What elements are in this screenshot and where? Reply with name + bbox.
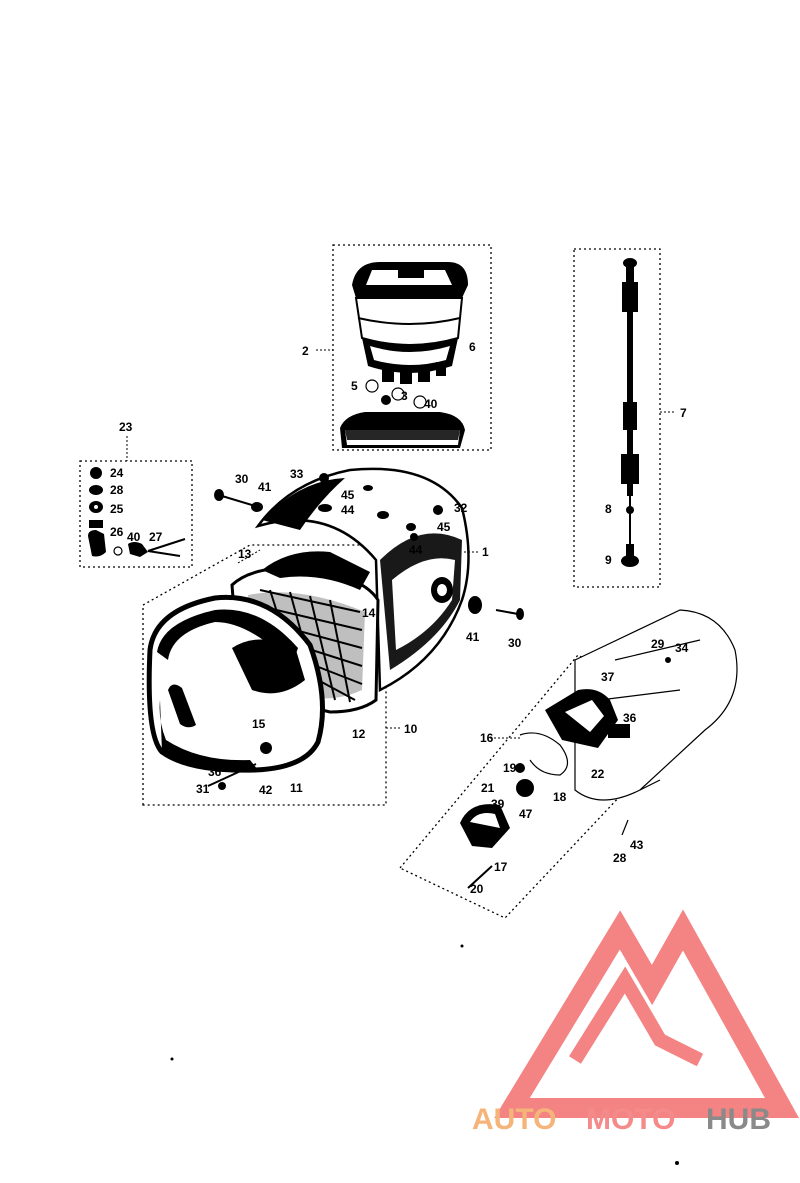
logo-mark — [494, 909, 800, 1118]
label-12: 12 — [352, 727, 366, 741]
automotohub-logo: AUTO MOTO HUB — [472, 909, 800, 1136]
label-2: 2 — [302, 344, 309, 358]
switch-bracket-drawing — [460, 609, 738, 889]
label-40-small: 40 — [127, 530, 141, 544]
label-25-small: 25 — [110, 502, 124, 516]
label-19: 19 — [503, 761, 517, 775]
part-labels: 1 2 3 4 5 6 7 8 9 10 11 12 13 14 15 16 1… — [110, 340, 689, 896]
label-7: 7 — [680, 406, 687, 420]
label-11: 11 — [290, 781, 303, 795]
box-speedometer-group — [332, 244, 492, 451]
label-43: 43 — [630, 838, 644, 852]
label-40-housing: 40 — [289, 554, 303, 568]
label-10: 10 — [404, 722, 418, 736]
label-28-switch: 28 — [613, 851, 627, 865]
label-8: 8 — [605, 502, 612, 516]
label-45-top: 45 — [341, 488, 355, 502]
label-28-small: 28 — [110, 483, 124, 497]
label-4: 4 — [442, 411, 449, 425]
label-21: 21 — [481, 781, 495, 795]
label-24: 24 — [110, 466, 124, 480]
label-37: 37 — [601, 670, 615, 684]
logo-text-hub: HUB — [706, 1103, 771, 1136]
label-14: 14 — [362, 606, 376, 620]
logo-text-moto: MOTO — [586, 1103, 675, 1136]
label-33: 33 — [290, 467, 304, 481]
label-16: 16 — [480, 731, 494, 745]
label-9: 9 — [605, 553, 612, 567]
label-41-right: 41 — [466, 630, 480, 644]
speedometer-cable-drawing — [621, 258, 639, 567]
label-41-left: 41 — [258, 480, 272, 494]
label-42: 42 — [259, 783, 273, 797]
label-17: 17 — [494, 860, 508, 874]
leader-lines — [126, 349, 676, 739]
label-15: 15 — [252, 717, 266, 731]
label-6: 6 — [469, 340, 476, 354]
label-18: 18 — [553, 790, 567, 804]
label-22: 22 — [591, 767, 605, 781]
label-1: 1 — [482, 545, 489, 559]
label-44-side: 44 — [409, 543, 423, 557]
speedometer-drawing — [340, 262, 468, 448]
label-36-rim: 36 — [208, 765, 222, 779]
label-39: 39 — [491, 797, 505, 811]
label-44-top: 44 — [341, 503, 355, 517]
headlamp-rim-drawing — [146, 594, 325, 790]
label-34: 34 — [675, 641, 689, 655]
label-32: 32 — [454, 501, 468, 515]
label-26: 26 — [110, 525, 124, 539]
label-20: 20 — [470, 882, 484, 896]
label-27: 27 — [149, 530, 163, 544]
box-cable-group — [573, 248, 661, 588]
label-45-side: 45 — [437, 520, 451, 534]
label-13: 13 — [238, 547, 252, 561]
label-5: 5 — [351, 379, 358, 393]
label-3: 3 — [401, 389, 408, 403]
headlamp-housing-drawing — [254, 467, 470, 692]
small-parts-drawing — [88, 467, 186, 557]
label-30-right: 30 — [508, 636, 522, 650]
label-29: 29 — [651, 637, 665, 651]
box-headlamp-group — [142, 544, 387, 806]
label-47: 47 — [519, 807, 533, 821]
box-small-parts-group — [79, 460, 193, 568]
box-switch-group — [398, 654, 692, 919]
label-23: 23 — [119, 420, 133, 434]
label-25-housing: 25 — [314, 561, 328, 575]
bolts-drawing — [214, 489, 524, 620]
label-36-switch: 36 — [623, 711, 637, 725]
label-40-speedo: 40 — [424, 397, 438, 411]
label-31: 31 — [196, 782, 210, 796]
label-30-left: 30 — [235, 472, 249, 486]
logo-text-auto: AUTO — [472, 1103, 556, 1136]
